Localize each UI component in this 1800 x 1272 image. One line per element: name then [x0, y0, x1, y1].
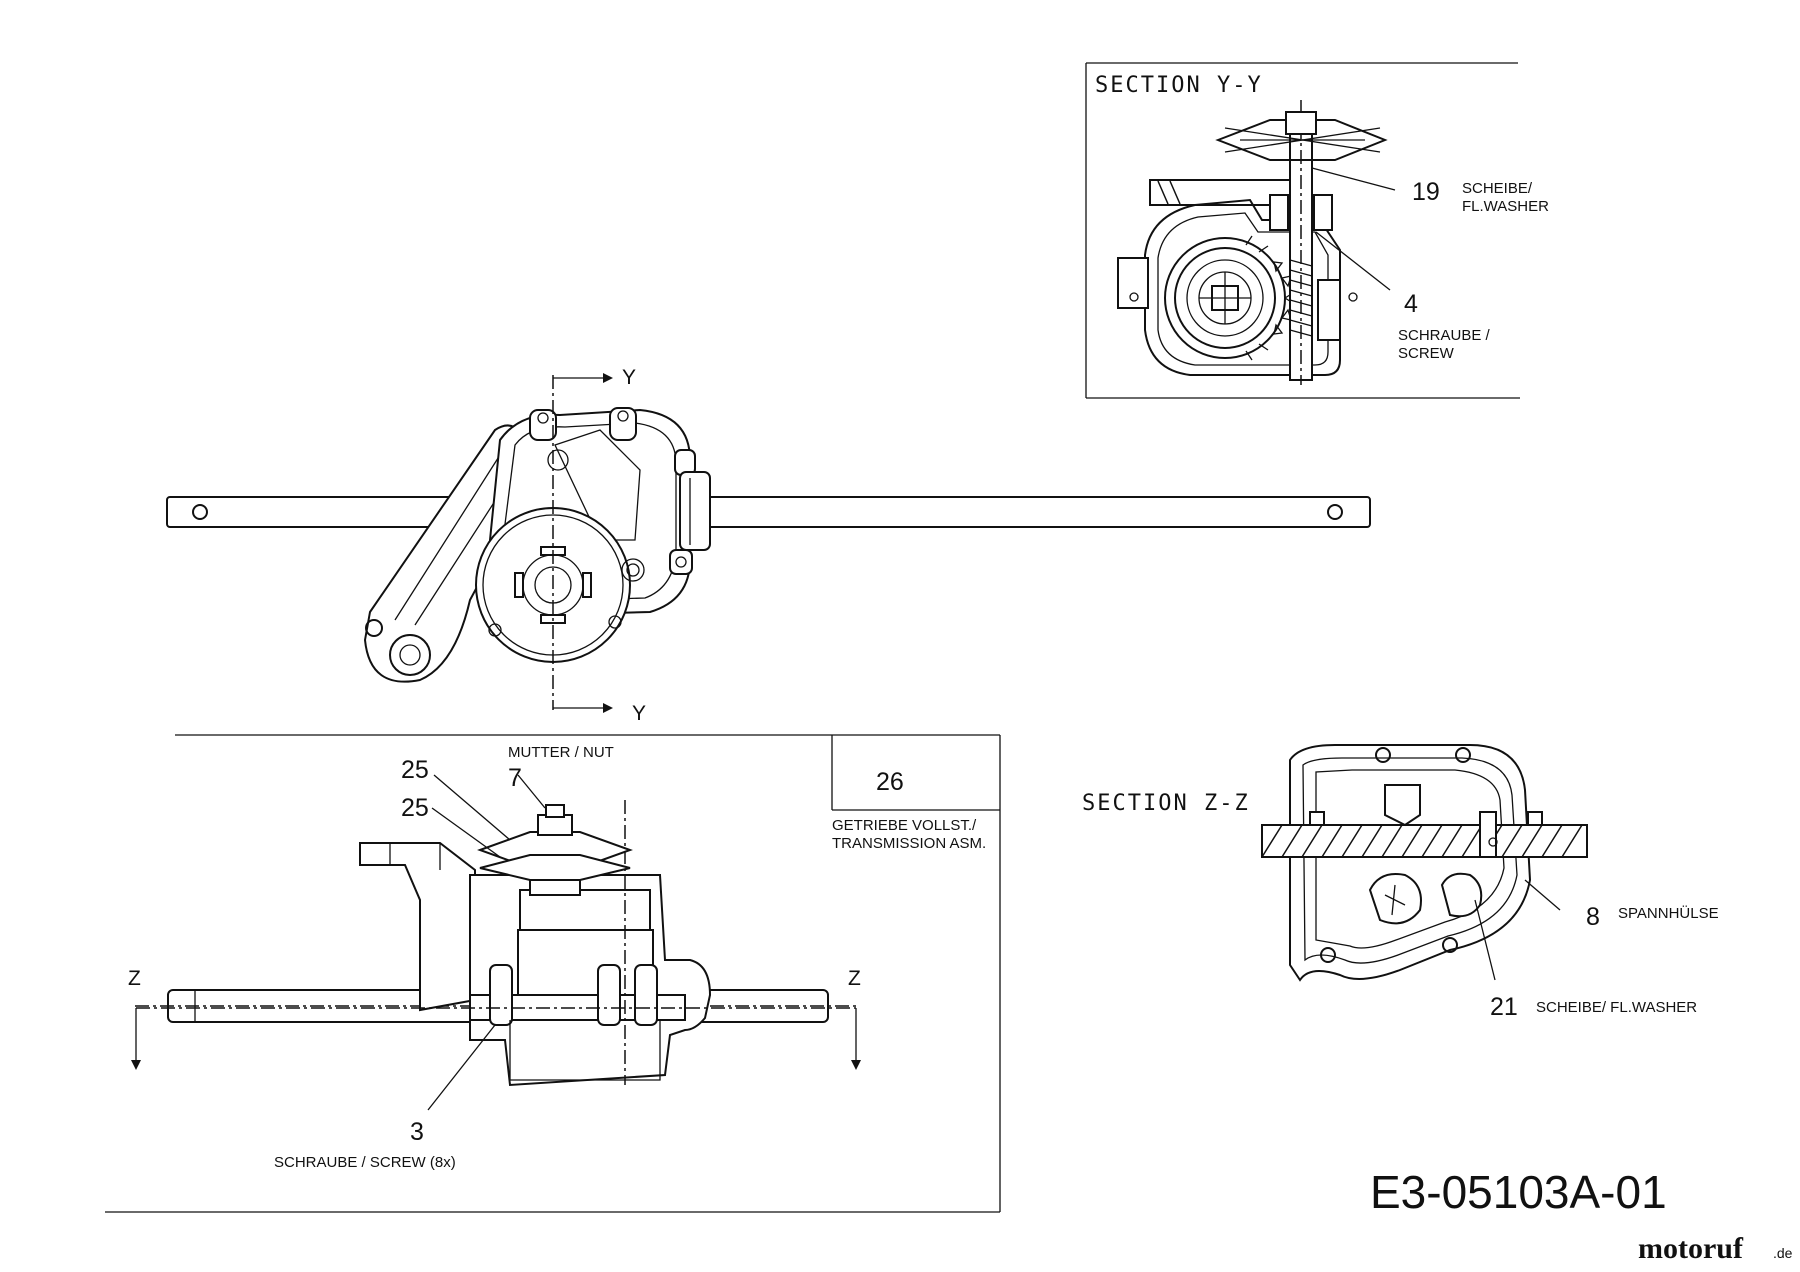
- cut-z-left-label: Z: [128, 967, 141, 990]
- callout-19-text-2: FL.WASHER: [1462, 198, 1549, 215]
- watermark-brand: motoruf: [1638, 1232, 1744, 1265]
- callout-21-number: 21: [1490, 993, 1518, 1021]
- cut-y-bottom-label: Y: [632, 702, 646, 725]
- callout-4-number: 4: [1404, 290, 1418, 318]
- callout-21-text: SCHEIBE/ FL.WASHER: [1536, 999, 1697, 1016]
- callout-7-text: MUTTER / NUT: [508, 744, 614, 761]
- top-view: Y Y: [166, 366, 1371, 725]
- assembly-text-2: TRANSMISSION ASM.: [832, 835, 986, 852]
- cut-y-top-label: Y: [622, 366, 636, 389]
- callout-8-number: 8: [1586, 903, 1600, 931]
- drawing-id: E3-05103A-01: [1370, 1166, 1667, 1218]
- section-yy-panel: SECTION Y-Y: [1085, 62, 1549, 399]
- motoruf-logo: motoruf .de: [1638, 1232, 1793, 1265]
- callout-19-number: 19: [1412, 178, 1440, 206]
- callout-25a-number: 25: [401, 756, 429, 784]
- callout-19-text-1: SCHEIBE/: [1462, 180, 1533, 197]
- watermark-suffix: .de: [1773, 1245, 1793, 1261]
- section-yy-title: SECTION Y-Y: [1095, 73, 1263, 98]
- assembly-number: 26: [876, 768, 904, 796]
- front-view-panel: 26 GETRIEBE VOLLST./ TRANSMISSION ASM.: [105, 734, 1001, 1213]
- callout-4-text-1: SCHRAUBE /: [1398, 327, 1491, 344]
- assembly-text-1: GETRIEBE VOLLST./: [832, 817, 977, 834]
- callout-25b-number: 25: [401, 794, 429, 822]
- callout-3-text: SCHRAUBE / SCREW (8x): [274, 1154, 456, 1171]
- callout-8-text: SPANNHÜLSE: [1618, 904, 1719, 922]
- section-zz-panel: SECTION Z-Z: [1082, 744, 1719, 1021]
- section-zz-hatch: [1261, 824, 1583, 858]
- callout-4-text-2: SCREW: [1398, 345, 1455, 362]
- section-yy-gearbox-drawing: [1117, 100, 1388, 385]
- cut-z-right-label: Z: [848, 967, 861, 990]
- callout-7-number: 7: [508, 764, 522, 792]
- section-zz-title: SECTION Z-Z: [1082, 791, 1250, 816]
- callout-3-number: 3: [410, 1118, 424, 1146]
